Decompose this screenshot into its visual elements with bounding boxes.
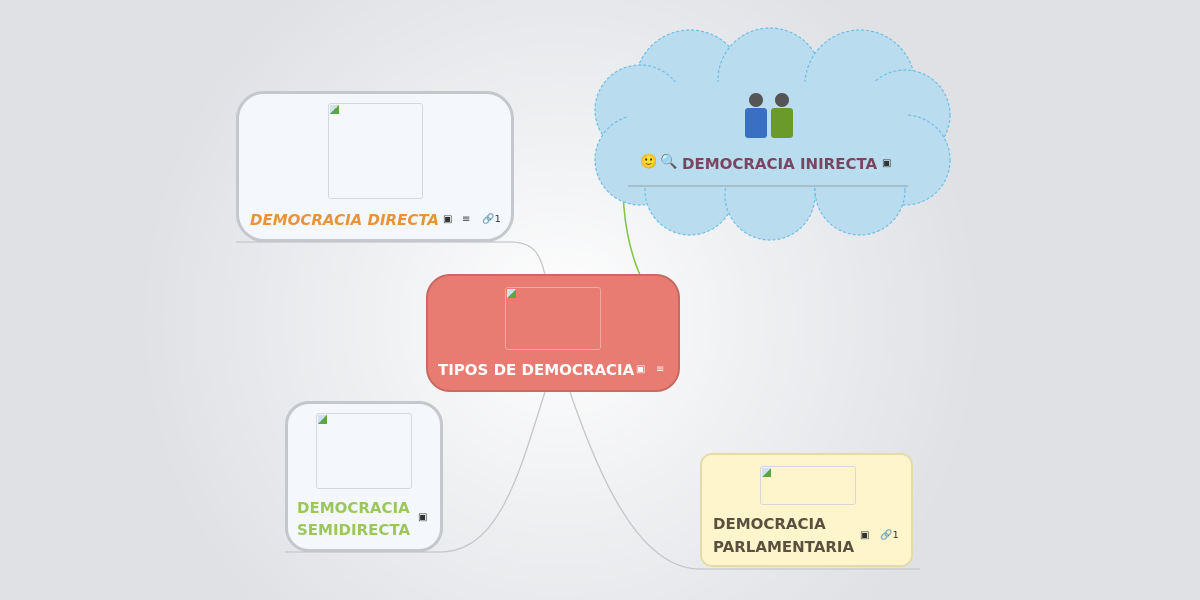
link-parlamentaria [569,391,920,570]
image-icon: ▣ [882,158,892,169]
image-icon: ▣ [636,364,646,375]
topic-democracia-semidirecta[interactable]: DEMOCRACIA SEMIDIRECTA ▣ [285,401,443,552]
magnifier-icon: 🔍 [660,154,678,170]
central-title: TIPOS DE DEMOCRACIA [438,361,635,379]
image-placeholder [328,103,423,199]
image-placeholder [316,413,412,489]
link-directa [236,241,546,276]
topic-democracia-inirecta[interactable]: 🙂 🔍 DEMOCRACIA INIRECTA ▣ [628,82,908,186]
central-topic[interactable]: TIPOS DE DEMOCRACIA ▣ ≡ [426,274,680,392]
topic-title: DEMOCRACIA INIRECTA [682,155,878,173]
topic-title-line2: PARLAMENTARIA [713,538,855,556]
image-placeholder [760,466,856,505]
topic-title-line2: SEMIDIRECTA [297,521,411,539]
topic-democracia-parlamentaria[interactable]: DEMOCRACIA PARLAMENTARIA ▣ 🔗1 [700,453,913,567]
image-icon: ▣ [860,530,870,541]
topic-title: DEMOCRACIA DIRECTA [250,211,440,229]
image-icon: ▣ [443,214,453,225]
smiley-icon: 🙂 [640,154,658,170]
link-count: 1 [892,530,899,541]
link-icon[interactable]: 🔗1 [880,530,899,541]
image-icon: ▣ [418,512,428,523]
image-placeholder [505,287,601,350]
link-semidirecta [285,391,546,553]
topic-democracia-directa[interactable]: DEMOCRACIA DIRECTA ▣ ≡ 🔗1 [236,91,514,242]
link-count: 1 [494,214,501,225]
topic-title-line1: DEMOCRACIA [713,515,826,533]
notes-icon: ≡ [656,364,665,375]
notes-icon: ≡ [462,214,471,225]
link-icon[interactable]: 🔗1 [482,214,501,225]
users-icon [742,92,796,140]
topic-title-line1: DEMOCRACIA [297,499,410,517]
